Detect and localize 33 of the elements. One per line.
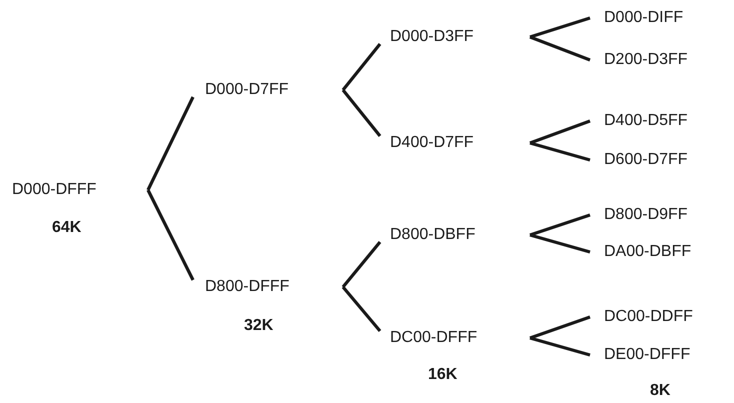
branch-line bbox=[530, 233, 590, 254]
address-range: D800-D9FF bbox=[604, 207, 688, 223]
branch-line bbox=[342, 89, 382, 137]
branch-line bbox=[530, 213, 590, 237]
address-range: DE00-DFFF bbox=[604, 347, 690, 363]
size-label: 64K bbox=[52, 220, 82, 236]
size-label: 16K bbox=[428, 367, 458, 383]
branch-line bbox=[342, 43, 382, 91]
address-range: D400-D7FF bbox=[390, 135, 474, 151]
address-range: DA00-DBFF bbox=[604, 244, 692, 260]
address-range: D800-DBFF bbox=[390, 227, 476, 243]
address-range: D000-DFFF bbox=[12, 182, 96, 198]
branch-line bbox=[529, 316, 591, 340]
size-label: 8K bbox=[650, 383, 670, 399]
address-range: DC00-DFFF bbox=[390, 330, 478, 346]
branch-line bbox=[530, 16, 590, 39]
branch-line bbox=[146, 96, 194, 191]
branch-line bbox=[342, 240, 382, 288]
address-range: D800-DFFF bbox=[205, 279, 290, 295]
branch-line bbox=[529, 120, 591, 144]
branch-line bbox=[529, 36, 591, 62]
branch-line bbox=[530, 336, 590, 357]
address-range: D000-DIFF bbox=[604, 10, 684, 26]
address-range: D600-D7FF bbox=[604, 152, 688, 168]
branch-line bbox=[146, 189, 194, 281]
address-range: D000-D3FF bbox=[390, 29, 474, 45]
address-range: DC00-DDFF bbox=[604, 309, 693, 325]
branch-line bbox=[342, 286, 382, 332]
size-label: 32K bbox=[244, 318, 274, 334]
address-range: D400-D5FF bbox=[604, 113, 688, 129]
branch-line bbox=[530, 141, 590, 162]
address-range: D200-D3FF bbox=[604, 52, 688, 68]
address-range: D000-D7FF bbox=[205, 82, 289, 98]
